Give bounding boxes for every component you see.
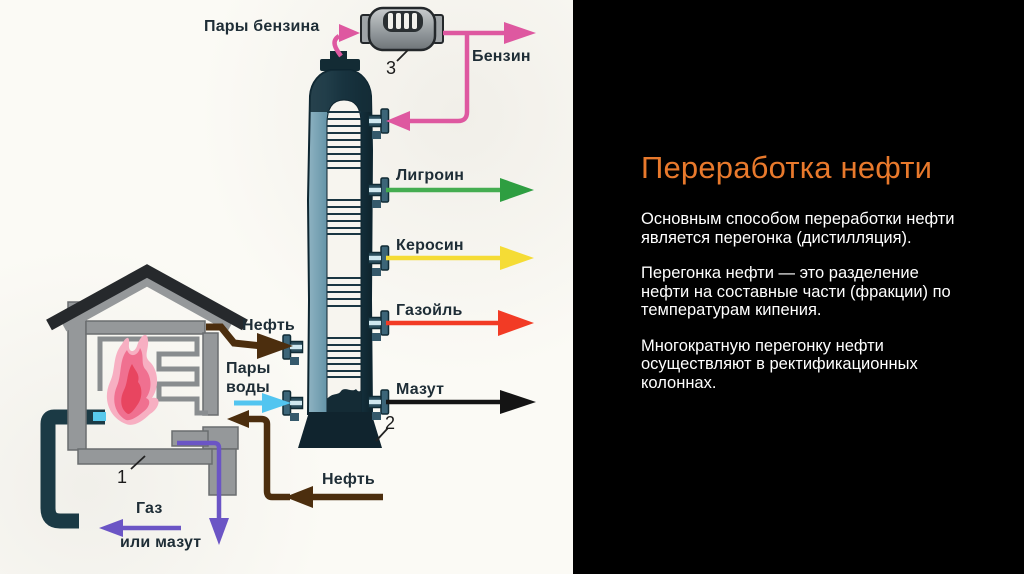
label-ligroin: Лигроин: [396, 167, 465, 184]
crude-riser: [245, 415, 290, 501]
label-oil-feed: Нефть: [242, 317, 295, 334]
feed-arrows: [206, 323, 293, 413]
flame-icon: [106, 334, 159, 425]
nozzle: [282, 334, 304, 365]
diagram-panel: Пары бензина Бензин Лигроин Керосин Газо…: [0, 0, 573, 574]
label-num-furnace: 1: [117, 467, 128, 487]
label-oil-bottom: Нефть: [322, 471, 375, 488]
column-trays: [327, 111, 361, 378]
benzin-arrowhead: [504, 22, 536, 44]
callout-ticks: [130, 49, 409, 470]
steam-arrowhead: [262, 393, 291, 413]
roof: [46, 264, 248, 331]
tick-2: [375, 427, 389, 442]
label-gas: Газ: [136, 500, 163, 517]
column-dome-shade: [309, 70, 371, 112]
nozzle: [282, 390, 304, 421]
label-or-mazut: или мазут: [120, 534, 202, 551]
roof-lining: [61, 275, 233, 332]
body-paragraph-1: Основным способом переработки нефти явля…: [641, 210, 955, 247]
reflux-arrowhead: [386, 111, 410, 131]
label-kerosene: Керосин: [396, 237, 464, 254]
condenser: [360, 6, 444, 52]
furnace-left-wall: [67, 301, 87, 451]
vent-slot: [396, 13, 401, 29]
gas-or-mazut-arrowhead: [99, 519, 123, 537]
heating-coil: [97, 336, 208, 416]
page-title: Переработка нефти: [641, 150, 933, 185]
tick-3: [396, 49, 409, 62]
tick-1: [130, 455, 146, 470]
vapor-arrowhead: [339, 24, 360, 42]
vent-slot: [404, 13, 409, 29]
mazut-arrowhead: [500, 390, 536, 414]
vapor-line: [332, 34, 343, 58]
label-num-condenser: 3: [386, 58, 397, 78]
distillation-column: [282, 51, 390, 448]
vent-slot: [412, 13, 417, 29]
fuel-inlet-pipe: [40, 409, 105, 529]
label-num-column: 2: [385, 413, 396, 433]
hot-oil-arrowhead: [257, 333, 293, 359]
crude-to-furnace-arrowhead: [227, 410, 249, 428]
label-mazut: Мазут: [396, 381, 445, 398]
furnace-ceiling: [85, 320, 206, 335]
benzin-and-reflux-line: [402, 30, 505, 124]
column-cap: [320, 59, 360, 71]
label-gasoil: Газойль: [396, 302, 463, 319]
label-gasoline: Бензин: [472, 48, 531, 65]
fuel-lines: [99, 440, 229, 545]
body-paragraph-3: Многократную перегонку нефти осуществляю…: [641, 336, 918, 392]
furnace-down-pipe: [208, 448, 237, 496]
gas-jet: [93, 412, 106, 421]
hot-oil-line: [206, 323, 263, 350]
column-bottoms-liquid: [327, 389, 361, 414]
fraction-arrows: [386, 178, 536, 414]
fuel-drain-line: [177, 440, 222, 520]
text-panel: Переработка нефти Основным способом пере…: [573, 0, 1024, 574]
furnace-right-wall: [202, 332, 219, 416]
gasoline-circuit: [332, 22, 536, 131]
crude-oil-feed: [227, 410, 383, 508]
nozzle: [367, 389, 390, 420]
fuel-drain-arrowhead: [209, 518, 229, 545]
body-paragraph-2: Перегонка нефти — это разделение нефти н…: [641, 264, 951, 319]
label-water-vapors: Пары воды: [226, 360, 271, 396]
vent-slot: [388, 13, 393, 29]
ligroin-arrowhead: [500, 178, 534, 202]
nozzle: [367, 108, 390, 139]
crude-arrowhead: [285, 486, 313, 508]
furnace: [40, 264, 248, 529]
gasoil-arrowhead: [498, 310, 534, 336]
label-gasoline-vapors: Пары бензина: [204, 18, 320, 35]
column-skirt: [298, 412, 382, 448]
kerosene-arrowhead: [500, 246, 534, 270]
refinery-diagram: [40, 6, 536, 545]
